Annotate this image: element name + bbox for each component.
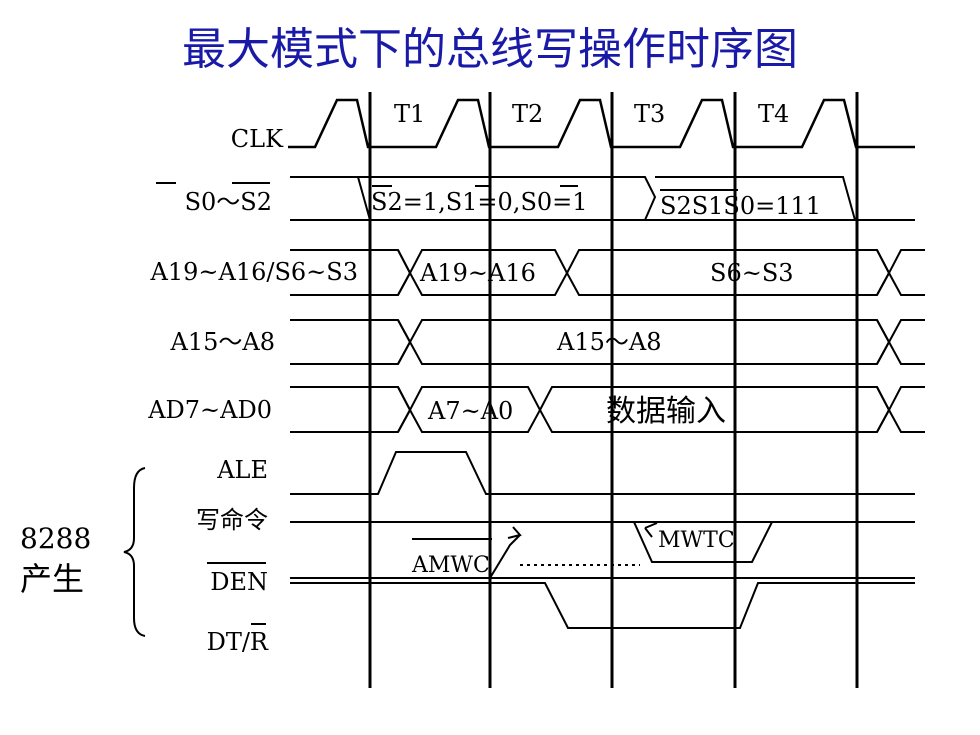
group-label-8288: 8288 — [20, 522, 91, 555]
label-addr-mid: A15～A8 — [170, 328, 275, 356]
status-waveform — [290, 176, 915, 221]
label-addr-data: AD7~AD0 — [147, 396, 272, 424]
group-8288: 8288 产生 — [20, 467, 146, 637]
amwc-label: AMWC — [411, 553, 490, 578]
label-clk: CLK — [231, 125, 284, 153]
group-brace — [123, 467, 146, 637]
label-den: DEN — [210, 568, 268, 596]
label-dtr: DT/R — [207, 628, 269, 656]
addr-high-value-rest: S6~S3 — [710, 259, 794, 287]
addr-data-bus — [290, 386, 925, 433]
label-overbars — [156, 182, 270, 625]
ale-waveform — [290, 451, 915, 495]
diagram-title: 最大模式下的总线写操作时序图 — [182, 24, 798, 75]
period-boundaries — [368, 92, 859, 688]
period-label-t3: T3 — [634, 100, 665, 128]
addr-high-value-t1: A19~A16 — [419, 259, 536, 287]
addr-data-value-rest: 数据输入 — [606, 394, 726, 429]
period-label-t4: T4 — [758, 100, 789, 128]
mwtc-waveform — [633, 521, 773, 563]
mwtc-label: MWTC — [658, 528, 735, 553]
clk-waveform — [288, 98, 915, 149]
addr-high-bus — [290, 249, 925, 296]
label-write-cmd: 写命令 — [196, 506, 268, 534]
label-status: S0～S2 — [185, 188, 272, 216]
group-label-produce: 产生 — [20, 560, 84, 598]
status-overbars — [372, 185, 738, 191]
amwc-waveform — [412, 526, 522, 579]
label-ale: ALE — [216, 456, 268, 484]
period-label-t2: T2 — [512, 100, 543, 128]
label-addr-high: A19~A16/S6~S3 — [150, 258, 358, 286]
status-value-t1: S2=1,S1=0,S0=1 — [371, 188, 588, 216]
addr-mid-bus — [290, 319, 925, 365]
status-value-t4: S2S1S0=111 — [660, 192, 821, 220]
period-label-t1: T1 — [394, 100, 425, 128]
write-cmd-reference — [290, 521, 915, 579]
addr-data-value-t1: A7~A0 — [427, 397, 513, 425]
addr-mid-value: A15～A8 — [556, 328, 661, 356]
den-waveform — [290, 582, 915, 629]
